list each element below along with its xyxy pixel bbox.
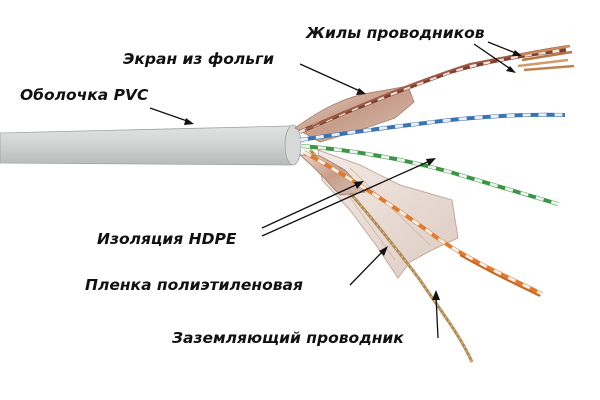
label-drain-wire: Заземляющий проводник xyxy=(172,329,404,347)
label-pe-film: Пленка полиэтиленовая xyxy=(85,276,303,294)
label-pvc-jacket: Оболочка PVC xyxy=(20,86,149,104)
label-foil-shield: Экран из фольги xyxy=(123,50,274,68)
foil-shield xyxy=(294,85,415,196)
leader-lines xyxy=(149,41,522,339)
pvc-jacket xyxy=(0,124,302,166)
label-conductors: Жилы проводников xyxy=(305,24,485,42)
labels: Жилы проводников Экран из фольги Оболочк… xyxy=(20,24,485,347)
label-hdpe-insulation: Изоляция HDPE xyxy=(97,230,237,248)
twisted-pairs xyxy=(299,45,569,297)
conductor-ends xyxy=(517,44,575,72)
